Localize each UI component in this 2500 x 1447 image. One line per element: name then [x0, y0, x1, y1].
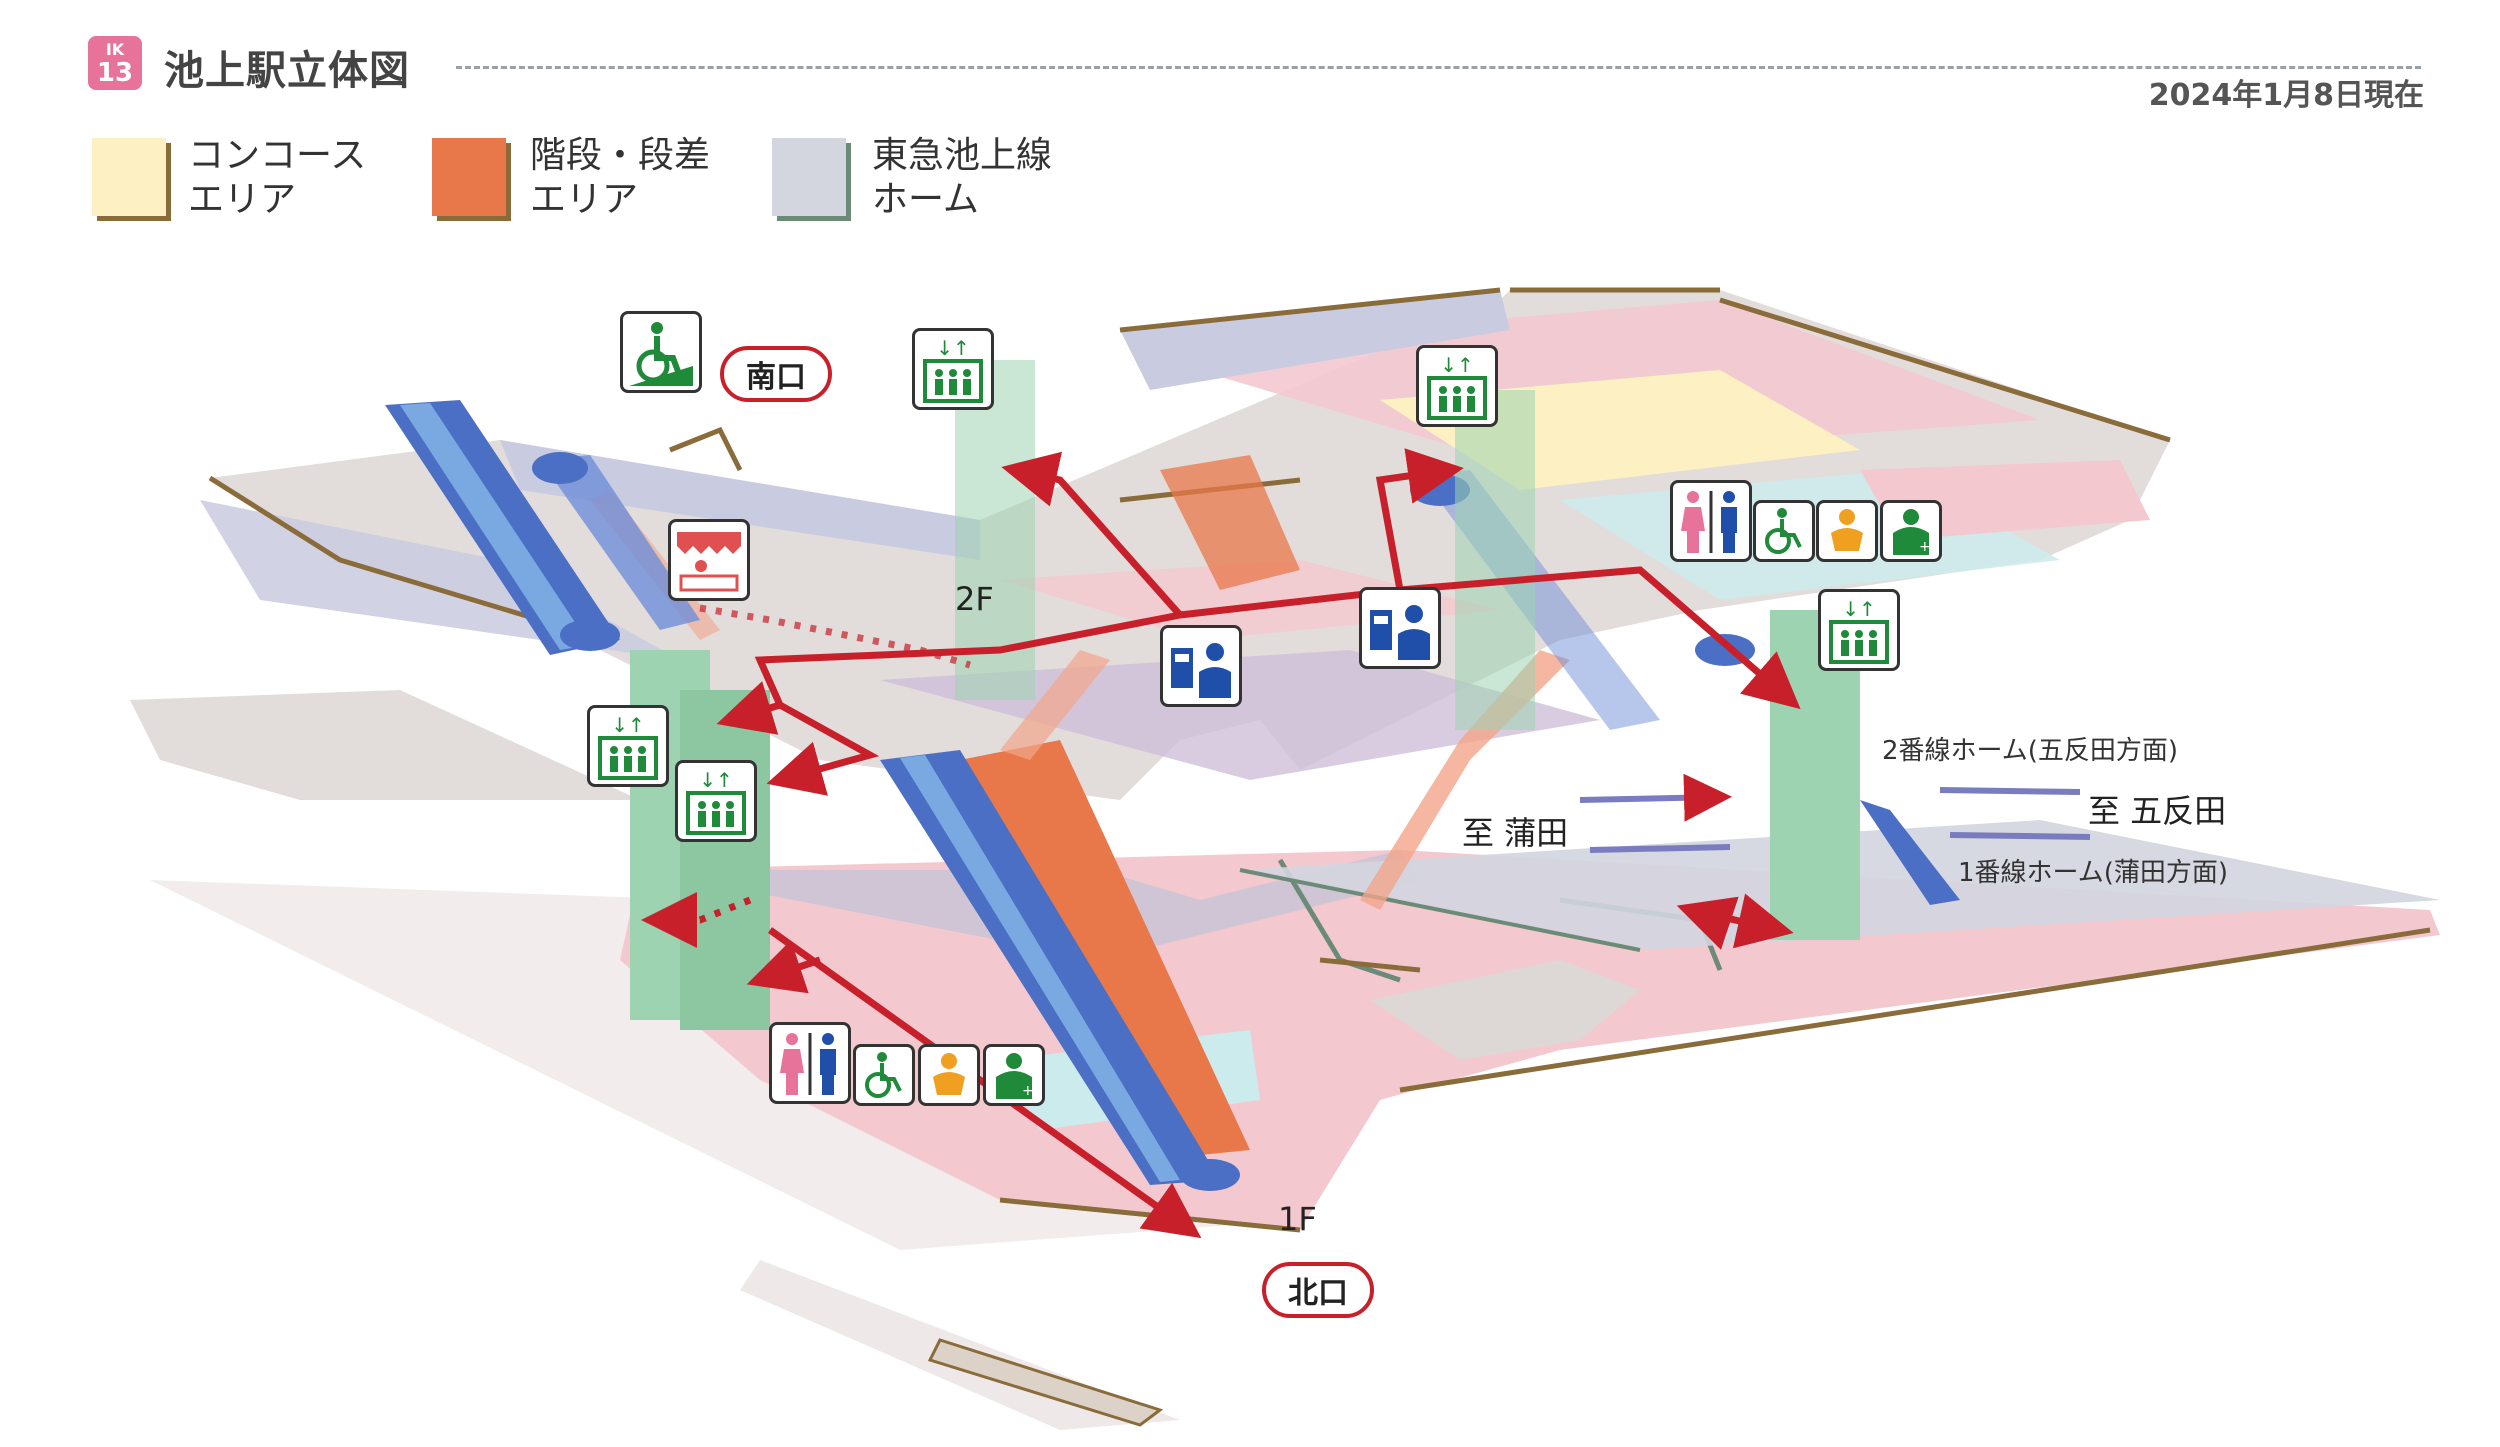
wheelchair-icon — [853, 1044, 915, 1106]
legend-label-line2: エリア — [530, 179, 639, 220]
ostomate-icon: + — [1880, 500, 1942, 562]
wheelchair-icon — [1753, 500, 1815, 562]
south-exit-label[interactable]: 南口 — [720, 346, 832, 402]
svg-text:↓↑: ↓↑ — [699, 768, 733, 792]
escalators — [385, 400, 1960, 1191]
baby-care-icon — [1816, 500, 1878, 562]
shop-icon — [668, 519, 750, 601]
restroom-icon — [1670, 480, 1752, 562]
ticket-staff-icon — [1359, 587, 1441, 669]
legend-platform — [772, 138, 846, 216]
legend-stairs — [432, 138, 506, 216]
elevator-icon[interactable]: ↓↑ — [587, 705, 669, 787]
elevator-icon[interactable]: ↓↑ — [912, 328, 994, 410]
elevator-icon[interactable]: ↓↑ — [1416, 345, 1498, 427]
legend-concourse — [92, 138, 166, 216]
page-title: 池上駅立体図 — [164, 48, 410, 94]
line-code-number: 13 — [96, 58, 134, 88]
direction-gotanda-label: 至 五反田 — [2088, 792, 2227, 830]
legend-label-concourse: コンコース エリア — [188, 134, 366, 222]
wheelchair-slope-icon — [620, 311, 702, 393]
platform-2-label: 2番線ホーム(五反田方面) — [1882, 736, 2179, 766]
svg-text:+: + — [1919, 539, 1931, 555]
legend-swatch-concourse — [92, 138, 166, 216]
train-direction-arrows — [1579, 773, 2091, 853]
ostomate-icon: + — [983, 1044, 1045, 1106]
legend-label-line1: 東急池上線 — [872, 135, 1053, 176]
legend-label-line1: コンコース — [188, 135, 367, 176]
legend-label-platform: 東急池上線 ホーム — [872, 134, 1052, 222]
title-divider — [456, 66, 2421, 69]
svg-text:+: + — [1022, 1083, 1034, 1099]
legend-label-line2: ホーム — [872, 179, 979, 220]
svg-text:↓↑: ↓↑ — [611, 713, 645, 737]
legend-label-stairs: 階段・段差 エリア — [530, 134, 710, 222]
accessible-routes — [641, 448, 1801, 1239]
legend-label-line2: エリア — [188, 179, 297, 220]
elevator-icon[interactable]: ↓↑ — [675, 760, 757, 842]
svg-text:↓↑: ↓↑ — [1440, 353, 1474, 377]
update-date: 2024年1月8日現在 — [2148, 78, 2424, 113]
platform-1-label: 1番線ホーム(蒲田方面) — [1958, 858, 2229, 888]
legend-label-line1: 階段・段差 — [530, 135, 711, 176]
svg-text:↓↑: ↓↑ — [1842, 597, 1876, 621]
restroom-icon — [769, 1022, 851, 1104]
floor-label-1f: 1F — [1278, 1200, 1317, 1238]
line-code-letters: IK — [105, 40, 125, 59]
legend-swatch-platform — [772, 138, 846, 216]
legend-swatch-stairs — [432, 138, 506, 216]
floor-label-2f: 2F — [955, 580, 994, 618]
ticket-staff-icon — [1160, 625, 1242, 707]
baby-care-icon — [918, 1044, 980, 1106]
elevator-icon[interactable]: ↓↑ — [1818, 589, 1900, 671]
north-exit-label[interactable]: 北口 — [1262, 1262, 1374, 1318]
line-code-badge: IK 13 — [88, 36, 142, 90]
direction-kamata-label: 至 蒲田 — [1462, 814, 1569, 852]
svg-text:↓↑: ↓↑ — [936, 336, 970, 360]
